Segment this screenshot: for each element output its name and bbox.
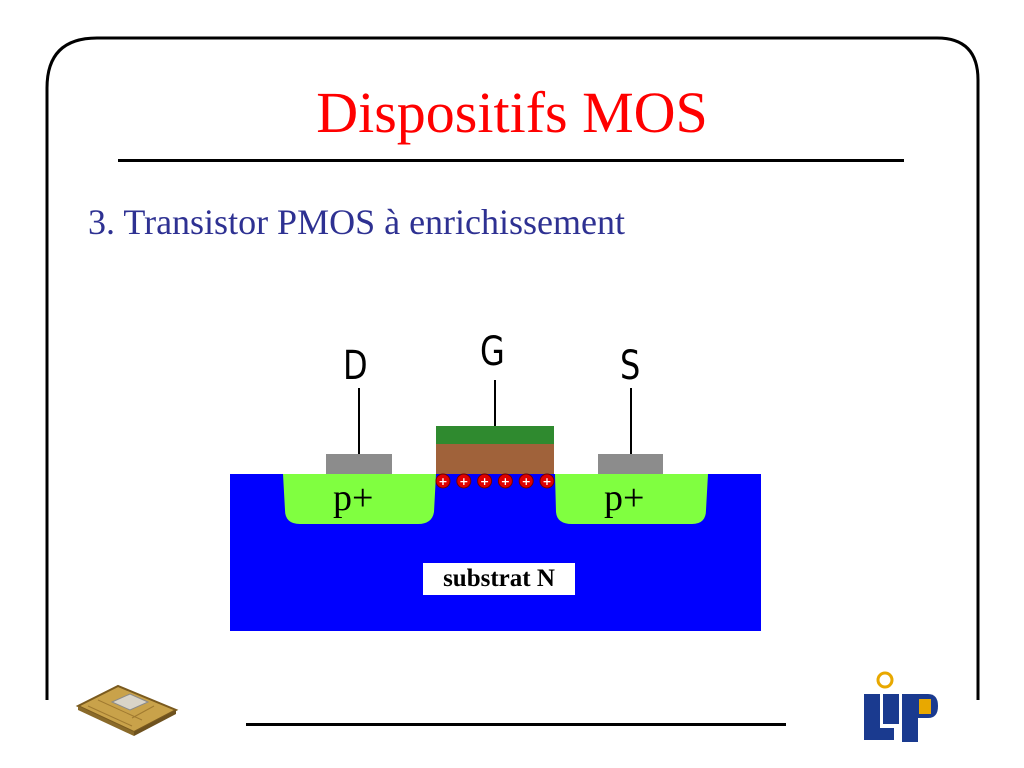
hole-carrier — [518, 473, 534, 489]
processor-chip-icon — [75, 684, 179, 736]
hole-charge-sign: + — [522, 475, 531, 488]
lip6-logo — [864, 671, 938, 742]
hole-carrier — [456, 473, 472, 489]
source-contact — [598, 454, 663, 474]
hole-charge-sign: + — [438, 475, 447, 488]
gate-metal — [436, 426, 554, 444]
hole-carrier — [497, 473, 513, 489]
footer-divider — [246, 723, 786, 726]
hole-carrier — [477, 473, 493, 489]
slide-title: Dispositifs MOS — [316, 80, 708, 145]
drain-label: D — [343, 343, 368, 389]
substrate-label: substrat N — [423, 563, 575, 595]
hole-charge-sign: + — [542, 475, 551, 488]
drain-region-label: p+ — [333, 477, 374, 519]
source-label: S — [620, 343, 641, 389]
slide-subtitle: 3. Transistor PMOS à enrichissement — [88, 202, 626, 242]
channel-carriers: + + + + + + — [435, 473, 555, 489]
title-divider — [118, 159, 904, 162]
source-region-label: p+ — [604, 477, 645, 519]
gate-label: G — [480, 329, 505, 375]
hole-carrier — [435, 473, 451, 489]
drain-contact — [326, 454, 392, 474]
hole-charge-sign: + — [480, 475, 489, 488]
source-diffusion — [555, 474, 708, 524]
hole-charge-sign: + — [459, 475, 468, 488]
hole-charge-sign: + — [501, 475, 510, 488]
drain-diffusion — [283, 474, 436, 524]
gate-oxide — [436, 444, 554, 474]
hole-carrier — [539, 473, 555, 489]
